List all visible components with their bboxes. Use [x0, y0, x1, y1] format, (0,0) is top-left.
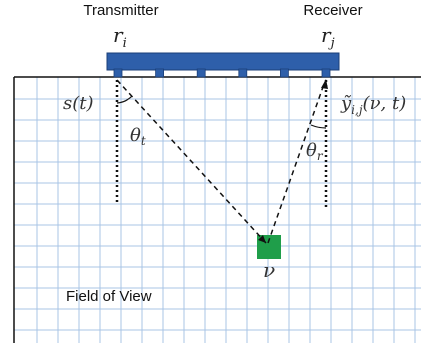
array-element: [321, 68, 331, 78]
transmit-signal-label: s(t): [63, 93, 94, 114]
receive-path: [267, 83, 325, 244]
field-of-view-grid: [14, 77, 421, 343]
received-signal-label: ỹi,j(ν, t): [340, 93, 406, 117]
receiver-label: Receiver: [303, 2, 362, 19]
tx-element-label: ri: [113, 23, 127, 51]
transmitter-label: Transmitter: [83, 2, 158, 19]
transmit-arrowhead: [258, 235, 266, 243]
transducer-array-bar: [106, 52, 340, 71]
array-element: [238, 68, 248, 78]
transmit-angle-arc: [116, 95, 133, 104]
receive-arrowhead: [321, 79, 328, 89]
array-element: [155, 68, 165, 78]
receive-angle-arc: [310, 124, 327, 129]
transmit-path: [116, 79, 267, 244]
transmit-angle-label: θt: [130, 125, 146, 148]
array-elements: [113, 68, 331, 78]
rx-element-label: rj: [321, 23, 335, 51]
array-element: [196, 68, 206, 78]
array-element: [279, 68, 289, 78]
receive-angle-label: θr: [306, 140, 324, 163]
field-of-view-label: Field of View: [66, 288, 152, 305]
scatterer-label: ν: [263, 258, 275, 282]
array-element: [113, 68, 123, 78]
